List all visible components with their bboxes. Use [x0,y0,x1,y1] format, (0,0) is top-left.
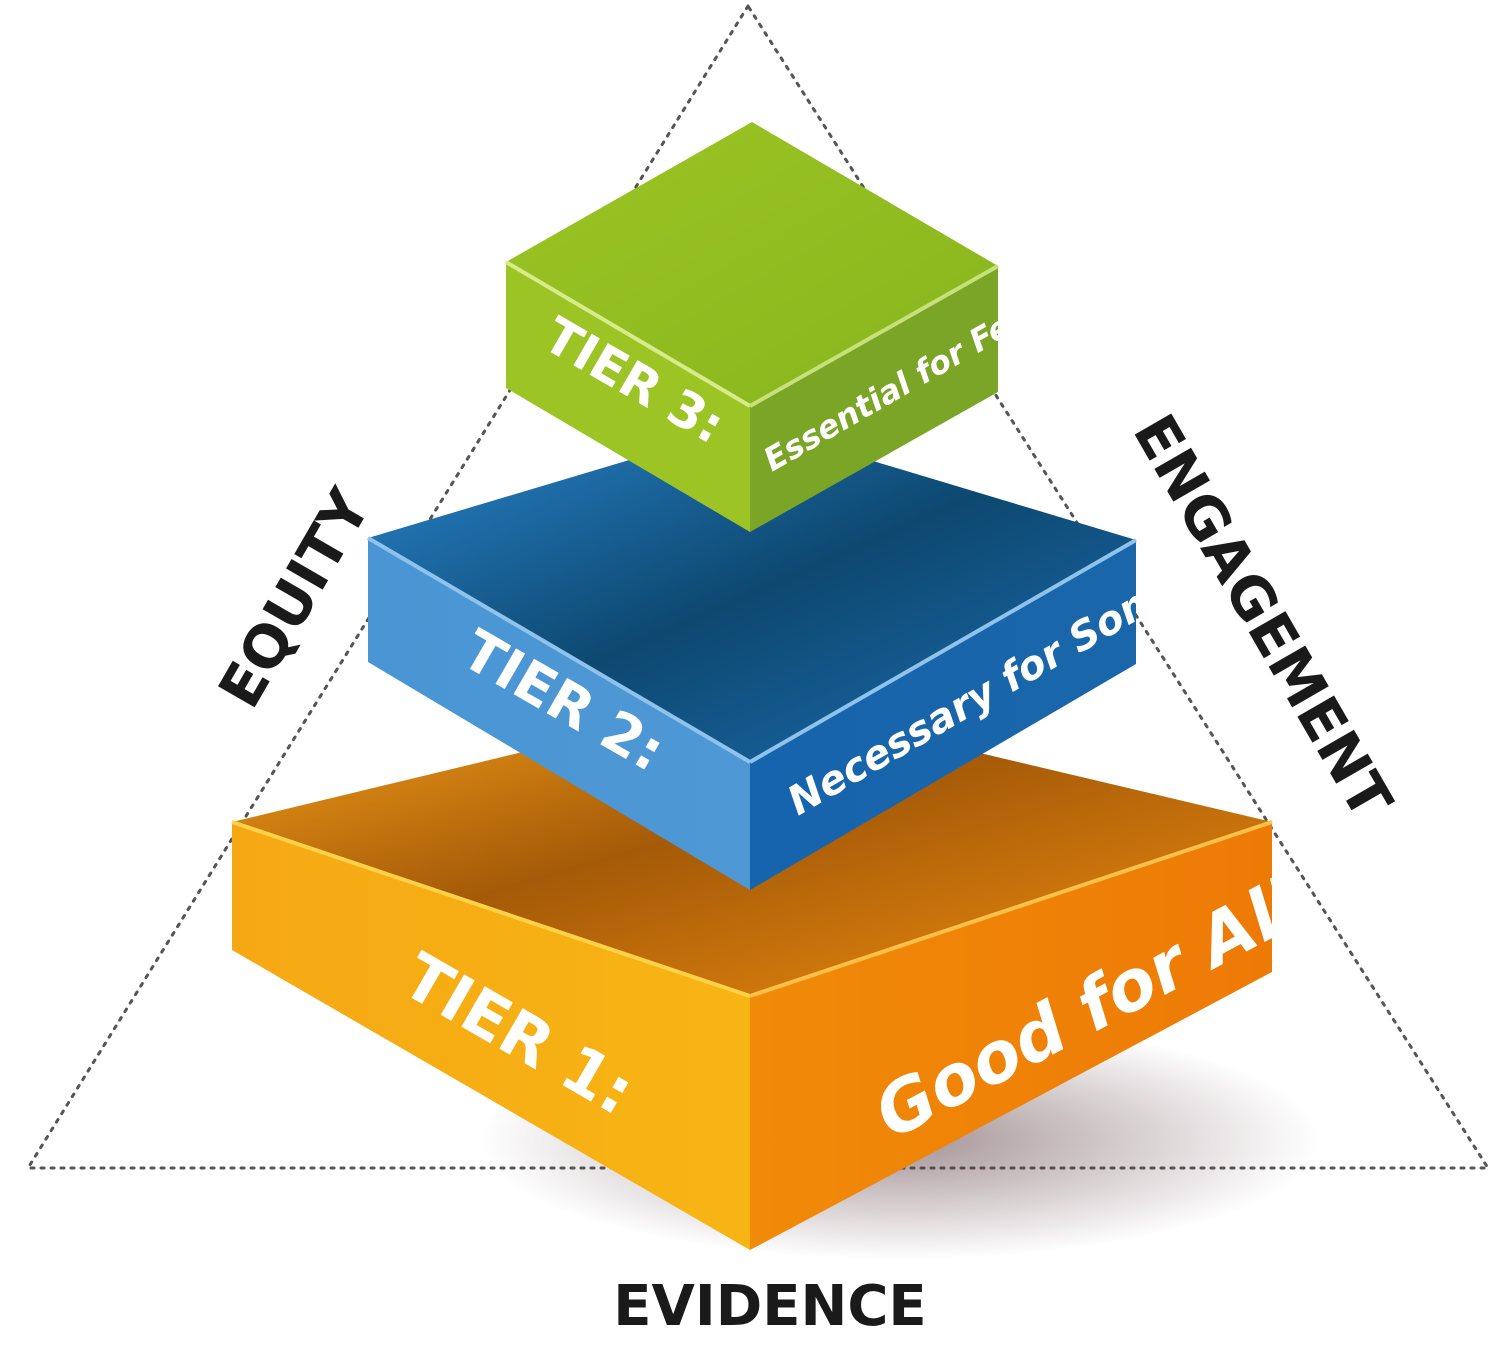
tier-3-left-face [506,262,750,532]
tier-3-block [504,122,999,532]
tier-2-top-face [368,424,1136,762]
tier-1-right-face [750,822,1272,1250]
tier-3-right-face [750,266,998,532]
tier-1-left-face [232,822,750,1250]
tier-2-block [366,424,1137,890]
equity-label: EQUITY [205,477,384,719]
tier-2-right-face [750,540,1136,890]
tier-2-left-face [368,538,750,890]
evidence-label: EVIDENCE [613,1274,926,1339]
